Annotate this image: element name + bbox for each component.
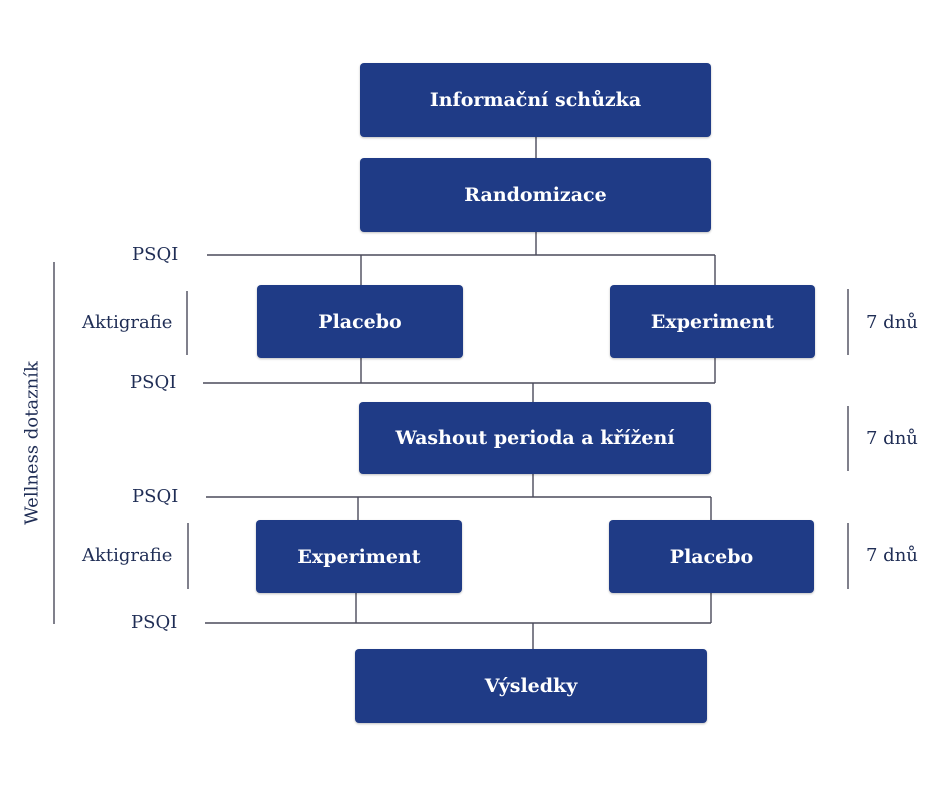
psqi-label-2: PSQI [130, 372, 177, 393]
duration-label-2: 7 dnů [866, 428, 918, 449]
experiment-box-period-1: Experiment [610, 285, 815, 358]
washout-box: Washout perioda a křížení [359, 402, 711, 474]
placebo-box-period-1: Placebo [257, 285, 463, 358]
results-box: Výsledky [355, 649, 707, 723]
duration-label-1: 7 dnů [866, 312, 918, 333]
psqi-label-3: PSQI [132, 486, 179, 507]
psqi-label-4: PSQI [131, 612, 178, 633]
actigraphy-label-2: Aktigrafie [82, 545, 173, 566]
duration-label-3: 7 dnů [866, 545, 918, 566]
placebo-box-period-2: Placebo [609, 520, 814, 593]
experiment-box-period-2: Experiment [256, 520, 462, 593]
wellness-questionnaire-label: Wellness dotazník [21, 361, 43, 525]
info-meeting-box: Informační schůzka [360, 63, 711, 137]
randomization-box: Randomizace [360, 158, 711, 232]
psqi-label-1: PSQI [132, 244, 179, 265]
actigraphy-label-1: Aktigrafie [82, 312, 173, 333]
